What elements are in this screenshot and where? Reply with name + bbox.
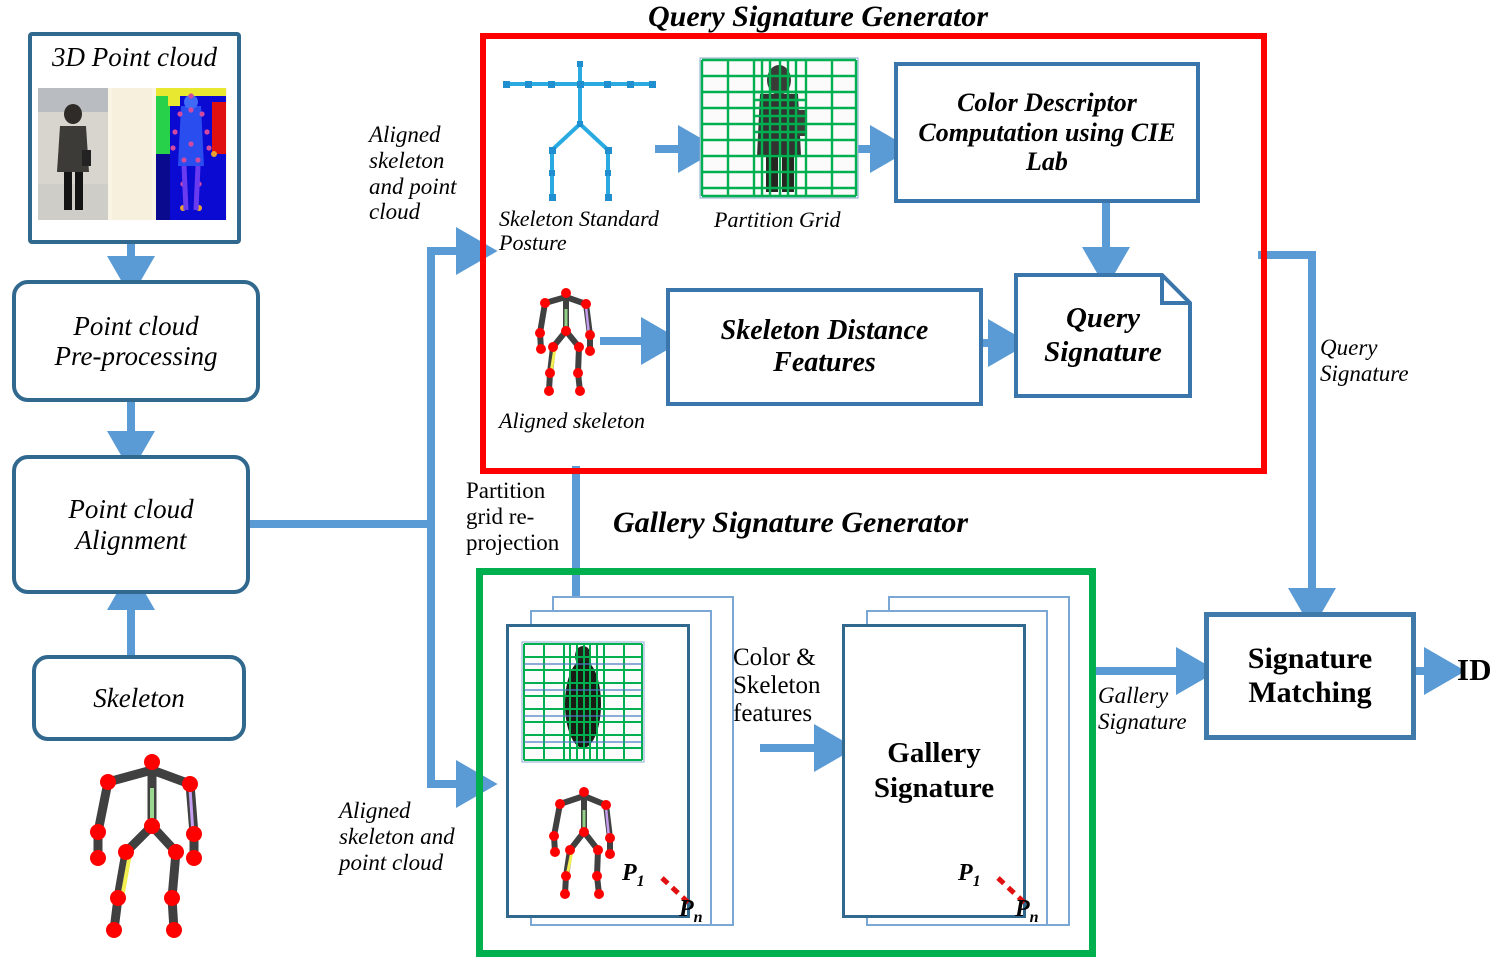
depth-skeleton-map bbox=[156, 88, 226, 220]
edge-label-partition-grid-reprojection: Partition grid re- projection bbox=[466, 478, 560, 555]
color-descriptor-computation-label: Color Descriptor Computation using CIE L… bbox=[918, 87, 1176, 177]
gallery-input-p-first-label: P1 bbox=[622, 860, 645, 891]
aligned-skeleton-figure-query bbox=[535, 288, 595, 396]
gallery-signature-stack-dashes bbox=[996, 876, 1030, 908]
edge-label-aligned-skeleton-point-cloud-top: Aligned skeleton and point cloud bbox=[369, 122, 457, 225]
query-signature-shape bbox=[1014, 273, 1192, 398]
partition-grid-caption: Partition Grid bbox=[714, 207, 841, 232]
input-3d-point-cloud-box[interactable]: 3D Point cloud bbox=[28, 32, 241, 244]
output-id-label: ID bbox=[1457, 652, 1492, 687]
query-signature-generator-frame bbox=[480, 33, 1267, 474]
skeleton-label: Skeleton bbox=[93, 682, 185, 713]
gallery-signature-label: Gallery Signature bbox=[873, 737, 995, 804]
partition-grid-figure bbox=[699, 57, 859, 199]
edge-label-gallery-signature: Gallery Signature bbox=[1098, 683, 1187, 734]
point-cloud-thumbnails bbox=[38, 88, 227, 220]
query-signature-generator-title: Query Signature Generator bbox=[648, 0, 989, 33]
skeleton-illustration-large bbox=[90, 754, 202, 938]
p-first-letter-2: P bbox=[958, 860, 973, 886]
gallery-input-stack-dashes bbox=[660, 876, 694, 908]
gallery-input-p-last-label: Pn bbox=[679, 896, 703, 927]
p-last-letter-2: P bbox=[1015, 896, 1030, 922]
p-last-subscript-2: n bbox=[1029, 908, 1039, 926]
aligned-skeleton-caption-query: Aligned skeleton bbox=[499, 408, 646, 433]
p-first-letter: P bbox=[622, 860, 637, 886]
point-cloud-alignment-label: Point cloud Alignment bbox=[68, 494, 194, 555]
signature-matching-box[interactable]: Signature Matching bbox=[1204, 612, 1416, 740]
skeleton-standard-posture-figure bbox=[503, 61, 656, 201]
point-cloud-preprocessing-label: Point cloud Pre-processing bbox=[54, 310, 218, 371]
edge-label-aligned-skeleton-point-cloud-bottom: Aligned skeleton and point cloud bbox=[339, 798, 455, 875]
gallery-aligned-skeleton-figure bbox=[549, 787, 615, 899]
skeleton-standard-posture-caption: Skeleton Standard Posture bbox=[499, 206, 659, 256]
skeleton-distance-features-label: Skeleton Distance Features bbox=[720, 314, 929, 378]
skeleton-distance-features-box[interactable]: Skeleton Distance Features bbox=[666, 288, 983, 406]
query-signature-label: Query Signature bbox=[1044, 302, 1162, 368]
gallery-signature-generator-title: Gallery Signature Generator bbox=[613, 506, 969, 539]
skeleton-box[interactable]: Skeleton bbox=[32, 655, 246, 741]
gallery-signature-p-last-label: Pn bbox=[1015, 896, 1039, 927]
gallery-signature-p-first-label: P1 bbox=[958, 860, 981, 891]
rgb-person-photo bbox=[38, 88, 108, 220]
point-cloud-preprocessing-box[interactable]: Point cloud Pre-processing bbox=[12, 280, 260, 402]
color-descriptor-computation-box[interactable]: Color Descriptor Computation using CIE L… bbox=[894, 62, 1200, 203]
p-first-subscript: 1 bbox=[636, 872, 645, 890]
input-3d-point-cloud-label: 3D Point cloud bbox=[52, 42, 217, 72]
gallery-signature-card-front[interactable]: Gallery Signature bbox=[842, 624, 1026, 918]
point-cloud-alignment-box[interactable]: Point cloud Alignment bbox=[12, 455, 250, 594]
color-skeleton-features-label: Color & Skeleton features bbox=[733, 644, 821, 727]
p-first-subscript-2: 1 bbox=[972, 872, 981, 890]
p-last-letter: P bbox=[679, 896, 694, 922]
query-signature-box[interactable]: Query Signature bbox=[1014, 273, 1192, 398]
p-last-subscript: n bbox=[693, 908, 703, 926]
signature-matching-label: Signature Matching bbox=[1247, 641, 1373, 710]
gallery-partition-grid-figure bbox=[521, 641, 645, 763]
edge-label-query-signature: Query Signature bbox=[1320, 335, 1409, 386]
